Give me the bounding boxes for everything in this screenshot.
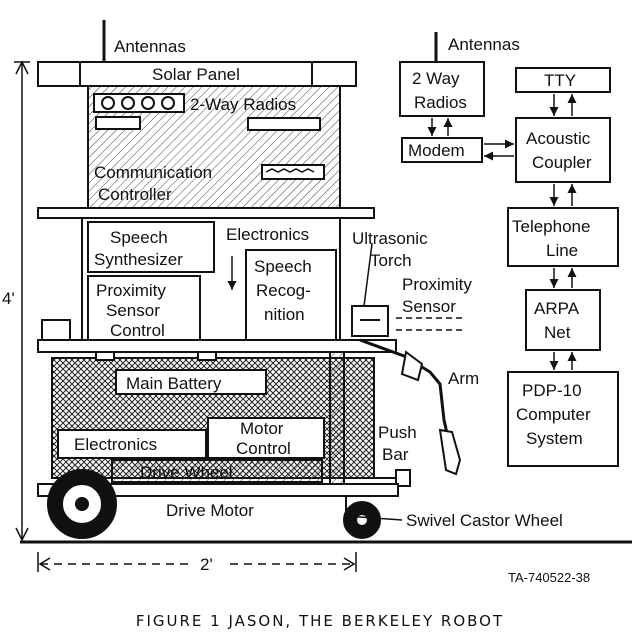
- label-swivel-castor: Swivel Castor Wheel: [406, 511, 563, 530]
- figure-caption: FIGURE 1 JASON, THE BERKELEY ROBOT: [135, 612, 505, 630]
- label-speech-recog-2: Recog-: [256, 281, 311, 300]
- network-diagram: [399, 32, 619, 467]
- label-pdp-2: Computer: [516, 405, 591, 424]
- upper-shelf: [37, 207, 375, 219]
- label-coupler-2: Coupler: [532, 153, 592, 172]
- label-ultrasonic-1: Ultrasonic: [352, 229, 428, 248]
- label-radios-2: Radios: [414, 93, 467, 112]
- network-labels: Antennas 2 Way Radios Modem TTY Acoustic…: [408, 35, 592, 448]
- label-main-battery: Main Battery: [126, 374, 222, 393]
- radios-box: [399, 61, 485, 117]
- label-solar-panel: Solar Panel: [152, 65, 240, 84]
- label-speech-synth-2: Synthesizer: [94, 250, 183, 269]
- label-radios-1: 2 Way: [412, 69, 460, 88]
- label-arm: Arm: [448, 369, 479, 388]
- modem-box: [401, 137, 483, 163]
- label-comm-controller-1: Communication: [94, 163, 212, 182]
- label-push-bar-2: Bar: [382, 445, 409, 464]
- coupler-box: [515, 117, 611, 183]
- label-prox-control-2: Sensor: [106, 301, 160, 320]
- label-tty: TTY: [544, 71, 576, 90]
- label-arpa-2: Net: [544, 323, 571, 342]
- label-motor-control-2: Control: [236, 439, 291, 458]
- figure-id: TA-740522-38: [508, 570, 590, 585]
- label-electronics-bottom: Electronics: [74, 435, 157, 454]
- label-width: 2': [200, 555, 213, 574]
- label-antennas-left: Antennas: [114, 37, 186, 56]
- label-phone-2: Line: [546, 241, 578, 260]
- label-speech-recog-3: nition: [264, 305, 305, 324]
- label-arpa-1: ARPA: [534, 299, 580, 318]
- label-prox-control-3: Control: [110, 321, 165, 340]
- electronics-bottom-box: [57, 429, 207, 459]
- robot: [14, 20, 632, 572]
- label-pdp-3: System: [526, 429, 583, 448]
- label-drive-wheel: Drive Wheel: [140, 463, 233, 482]
- speech-recog-box: [245, 249, 337, 341]
- label-motor-control-1: Motor: [240, 419, 284, 438]
- label-antennas-right: Antennas: [448, 35, 520, 54]
- comm-housing: [87, 85, 341, 209]
- label-drive-motor: Drive Motor: [166, 501, 254, 520]
- chassis-base: [37, 483, 399, 497]
- label-modem: Modem: [408, 141, 465, 160]
- label-prox-sensor-2: Sensor: [402, 297, 456, 316]
- tty-box: [515, 67, 611, 93]
- label-prox-sensor-1: Proximity: [402, 275, 472, 294]
- label-speech-recog-1: Speech: [254, 257, 312, 276]
- robot-labels: Antennas Solar Panel 2-Way Radios Commun…: [2, 37, 563, 574]
- arpa-box: [525, 289, 601, 351]
- label-radios: 2-Way Radios: [190, 95, 296, 114]
- label-prox-control-1: Proximity: [96, 281, 166, 300]
- main-battery-box: [115, 369, 267, 395]
- label-speech-synth-1: Speech: [110, 228, 168, 247]
- label-coupler-1: Acoustic: [526, 129, 591, 148]
- label-ultrasonic-2: Torch: [370, 251, 412, 270]
- label-pdp-1: PDP-10: [522, 381, 582, 400]
- label-phone-1: Telephone: [512, 217, 590, 236]
- robot-arm: [359, 338, 454, 457]
- motor-control-box: [207, 417, 325, 459]
- label-height: 4': [2, 289, 15, 308]
- deck: [37, 339, 397, 353]
- phone-box: [507, 207, 619, 267]
- label-electronics-top: Electronics: [226, 225, 309, 244]
- speech-synth-box: [87, 221, 215, 273]
- label-comm-controller-2: Controller: [98, 185, 172, 204]
- pdp-box: [507, 371, 619, 467]
- label-push-bar-1: Push: [378, 423, 417, 442]
- prox-control-box: [87, 275, 201, 343]
